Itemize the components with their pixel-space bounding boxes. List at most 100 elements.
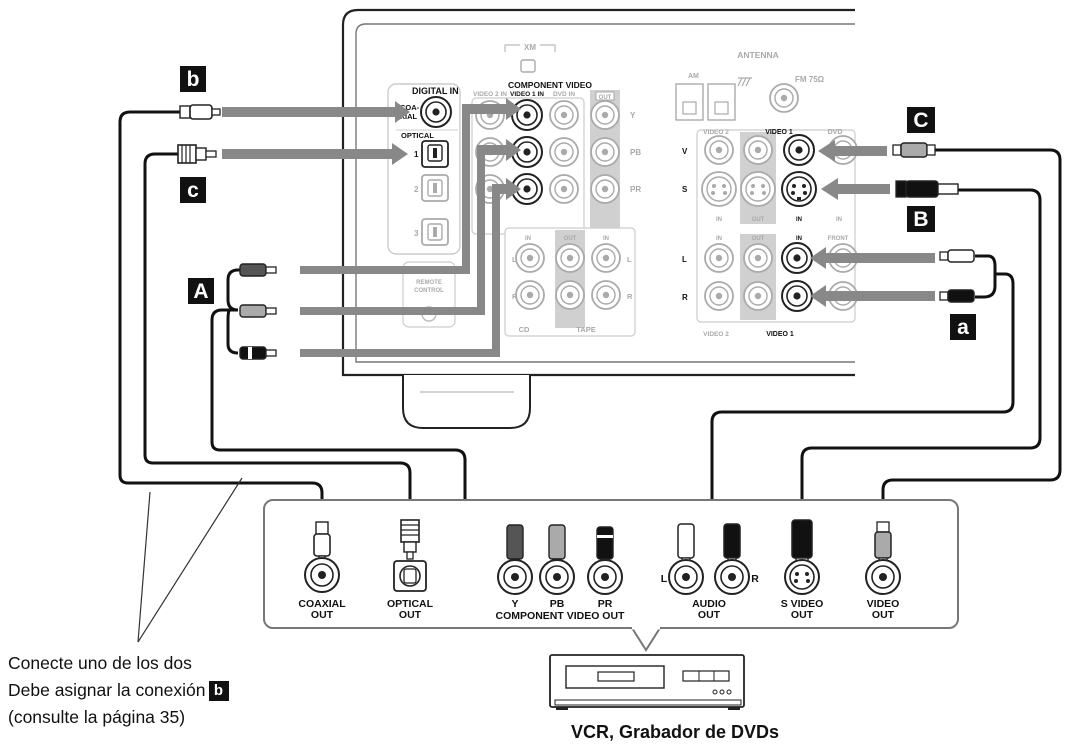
coaxial-in-jack[interactable] <box>420 96 452 128</box>
svg-text:ANTENNA: ANTENNA <box>737 50 779 60</box>
svg-text:CONTROL: CONTROL <box>414 288 444 294</box>
digital-in-section: DIGITAL IN COA- XIAL OPTICAL 1 2 3 <box>387 83 461 255</box>
svg-text:OUT: OUT <box>599 95 612 101</box>
optical-out-jack[interactable] <box>393 560 427 592</box>
svg-text:IN: IN <box>716 236 722 242</box>
badge-c <box>180 177 206 203</box>
svg-text:OUT: OUT <box>564 236 577 242</box>
component-pb-plug <box>239 304 277 318</box>
arrow-optical <box>222 143 408 165</box>
coaxial-label-2: XIAL <box>400 112 418 121</box>
svg-text:FM 75Ω: FM 75Ω <box>795 75 825 84</box>
svg-text:c: c <box>187 179 199 202</box>
svg-text:PR: PR <box>630 185 641 194</box>
svg-text:VIDEO 1: VIDEO 1 <box>765 129 793 136</box>
svg-text:VIDEO 1 IN: VIDEO 1 IN <box>510 91 544 98</box>
svg-text:IN: IN <box>525 236 531 242</box>
component-pr-plug <box>239 346 277 360</box>
signal-arrows <box>222 98 935 357</box>
optical-port-3-label: 3 <box>414 229 419 238</box>
component-video1-y-jack[interactable] <box>511 99 543 131</box>
arrow-component-pr <box>300 178 521 357</box>
video1-video-in-jack[interactable] <box>783 134 815 166</box>
cable-audio <box>710 272 1015 508</box>
audio-l-plug <box>939 249 975 263</box>
antenna-section: ANTENNA AM FM 75Ω <box>675 50 825 121</box>
svg-text:CD: CD <box>519 325 530 334</box>
audio-r-out-jack[interactable] <box>714 559 750 595</box>
svg-text:IN: IN <box>716 217 722 223</box>
cable-video <box>881 148 1062 522</box>
svg-text:L: L <box>512 255 517 264</box>
optical-in-1-jack[interactable] <box>421 140 449 168</box>
video1-audio-r-in-jack[interactable] <box>781 280 813 312</box>
svg-text:REMOTE: REMOTE <box>416 280 442 286</box>
pointer-lines <box>137 477 243 643</box>
svg-text:COAXIAL: COAXIAL <box>298 598 346 610</box>
video1-audio-l-in-jack[interactable] <box>781 242 813 274</box>
svg-text:R: R <box>751 573 759 585</box>
arrow-audio-r <box>810 285 935 307</box>
optical-port-2-label: 2 <box>414 185 419 194</box>
arrow-component-y <box>300 98 521 274</box>
svg-text:IN: IN <box>603 236 609 242</box>
plugs-receiver-side <box>177 104 975 360</box>
component-pr-out-jack[interactable] <box>587 559 623 595</box>
optical-plug <box>177 144 217 164</box>
optical-in-2-jack[interactable] <box>421 174 449 202</box>
arrow-coaxial <box>222 101 410 123</box>
device-connectors <box>304 519 901 595</box>
svg-text:VIDEO 2: VIDEO 2 <box>703 331 729 338</box>
svg-text:R: R <box>512 292 518 301</box>
digital-in-label: DIGITAL IN <box>412 86 459 96</box>
cable-coaxial <box>118 110 324 522</box>
svg-text:IN: IN <box>796 236 802 242</box>
svg-text:OPTICAL: OPTICAL <box>387 598 434 610</box>
component-pb-out-jack[interactable] <box>539 559 575 595</box>
badge-a <box>950 314 976 340</box>
cable-component <box>210 308 467 508</box>
svg-text:COMPONENT VIDEO OUT: COMPONENT VIDEO OUT <box>496 610 626 622</box>
caption-line-1: Conecte uno de los dos <box>8 653 192 673</box>
svg-text:OUT: OUT <box>752 217 765 223</box>
svg-text:PR: PR <box>598 598 613 610</box>
svg-text:VIDEO: VIDEO <box>867 598 900 610</box>
audio-l-out-jack[interactable] <box>668 559 704 595</box>
cable-optical <box>143 152 412 520</box>
optical-label: OPTICAL <box>401 131 434 140</box>
coaxial-out-jack[interactable] <box>304 557 340 593</box>
svg-text:OUT: OUT <box>311 609 334 621</box>
svg-text:OUT: OUT <box>791 609 814 621</box>
svg-text:FRONT: FRONT <box>828 236 849 242</box>
xm-port[interactable] <box>520 59 536 73</box>
component-y-out-jack[interactable] <box>497 559 533 595</box>
fm-antenna-jack[interactable] <box>769 83 799 113</box>
video-plug <box>892 142 936 158</box>
svideo-plug <box>895 180 959 198</box>
svg-text:Y: Y <box>511 598 518 610</box>
svg-text:OUT: OUT <box>698 609 721 621</box>
coaxial-plug <box>179 104 221 120</box>
cd-tape-section: IN OUT IN L R L R CD TAPE <box>504 227 636 337</box>
component-video-label: COMPONENT VIDEO <box>508 80 592 90</box>
svg-text:L: L <box>627 255 632 264</box>
badge-A <box>188 278 214 304</box>
video-out-jack[interactable] <box>865 559 901 595</box>
component-y-plug <box>239 263 277 277</box>
svg-text:R: R <box>627 292 633 301</box>
svg-text:A: A <box>193 280 208 303</box>
optical-in-3-jack[interactable] <box>421 218 449 246</box>
badge-B <box>907 206 935 232</box>
arrow-svideo <box>821 178 890 200</box>
arrow-audio-l <box>810 247 935 269</box>
svg-text:S: S <box>682 185 688 194</box>
svg-text:L: L <box>682 255 687 264</box>
audio-r-plug <box>939 289 975 303</box>
caption: Conecte uno de los dos Debe asignar la c… <box>8 650 338 731</box>
svg-text:AUDIO: AUDIO <box>692 598 726 610</box>
svg-text:OUT: OUT <box>872 609 895 621</box>
svideo-out-jack[interactable] <box>784 559 820 595</box>
svg-text:V: V <box>682 147 688 156</box>
video1-svideo-in-jack[interactable] <box>781 171 817 207</box>
